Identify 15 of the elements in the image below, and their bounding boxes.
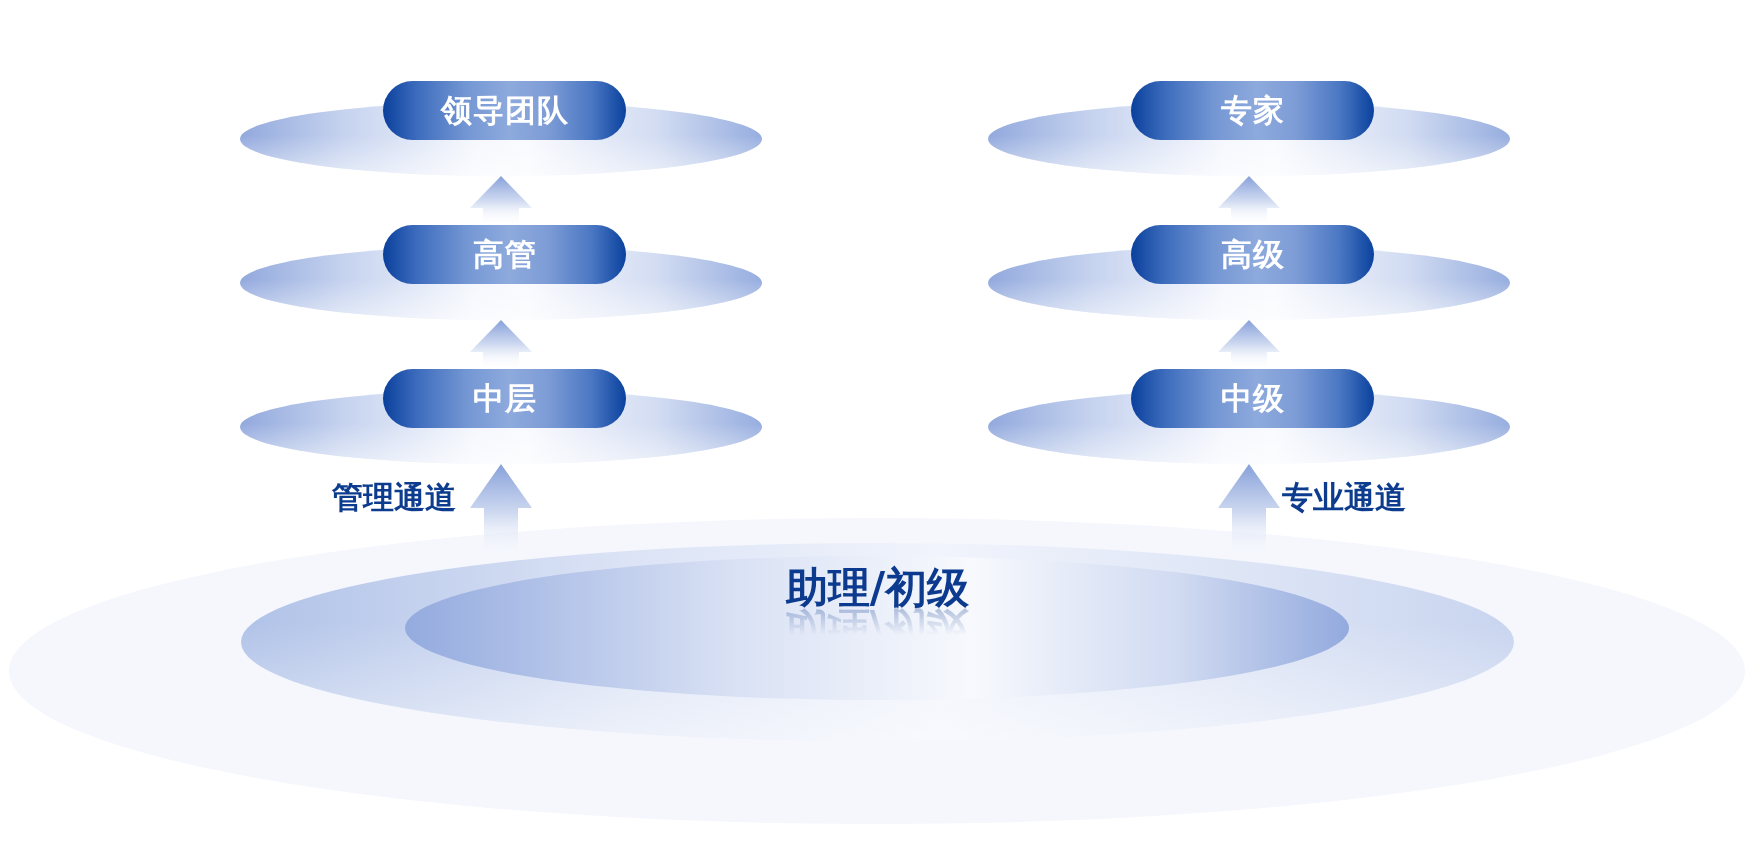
level-pill: 中层: [383, 369, 626, 428]
level-platform: [240, 369, 762, 464]
level-pill: 专家: [1131, 81, 1374, 140]
edge-label: 专业通道: [1282, 480, 1406, 514]
edge-label: 管理通道: [332, 480, 456, 514]
level-platform: [240, 81, 762, 176]
base-level-title: 助理/初级: [785, 565, 970, 611]
level-platform: [988, 369, 1510, 464]
level-platform: [988, 81, 1510, 176]
level-pill: 中级: [1131, 369, 1374, 428]
level-pill: 高管: [383, 225, 626, 284]
level-platform: [240, 225, 762, 320]
level-pill: 领导团队: [383, 81, 626, 140]
level-pill: 高级: [1131, 225, 1374, 284]
level-platform: [988, 225, 1510, 320]
